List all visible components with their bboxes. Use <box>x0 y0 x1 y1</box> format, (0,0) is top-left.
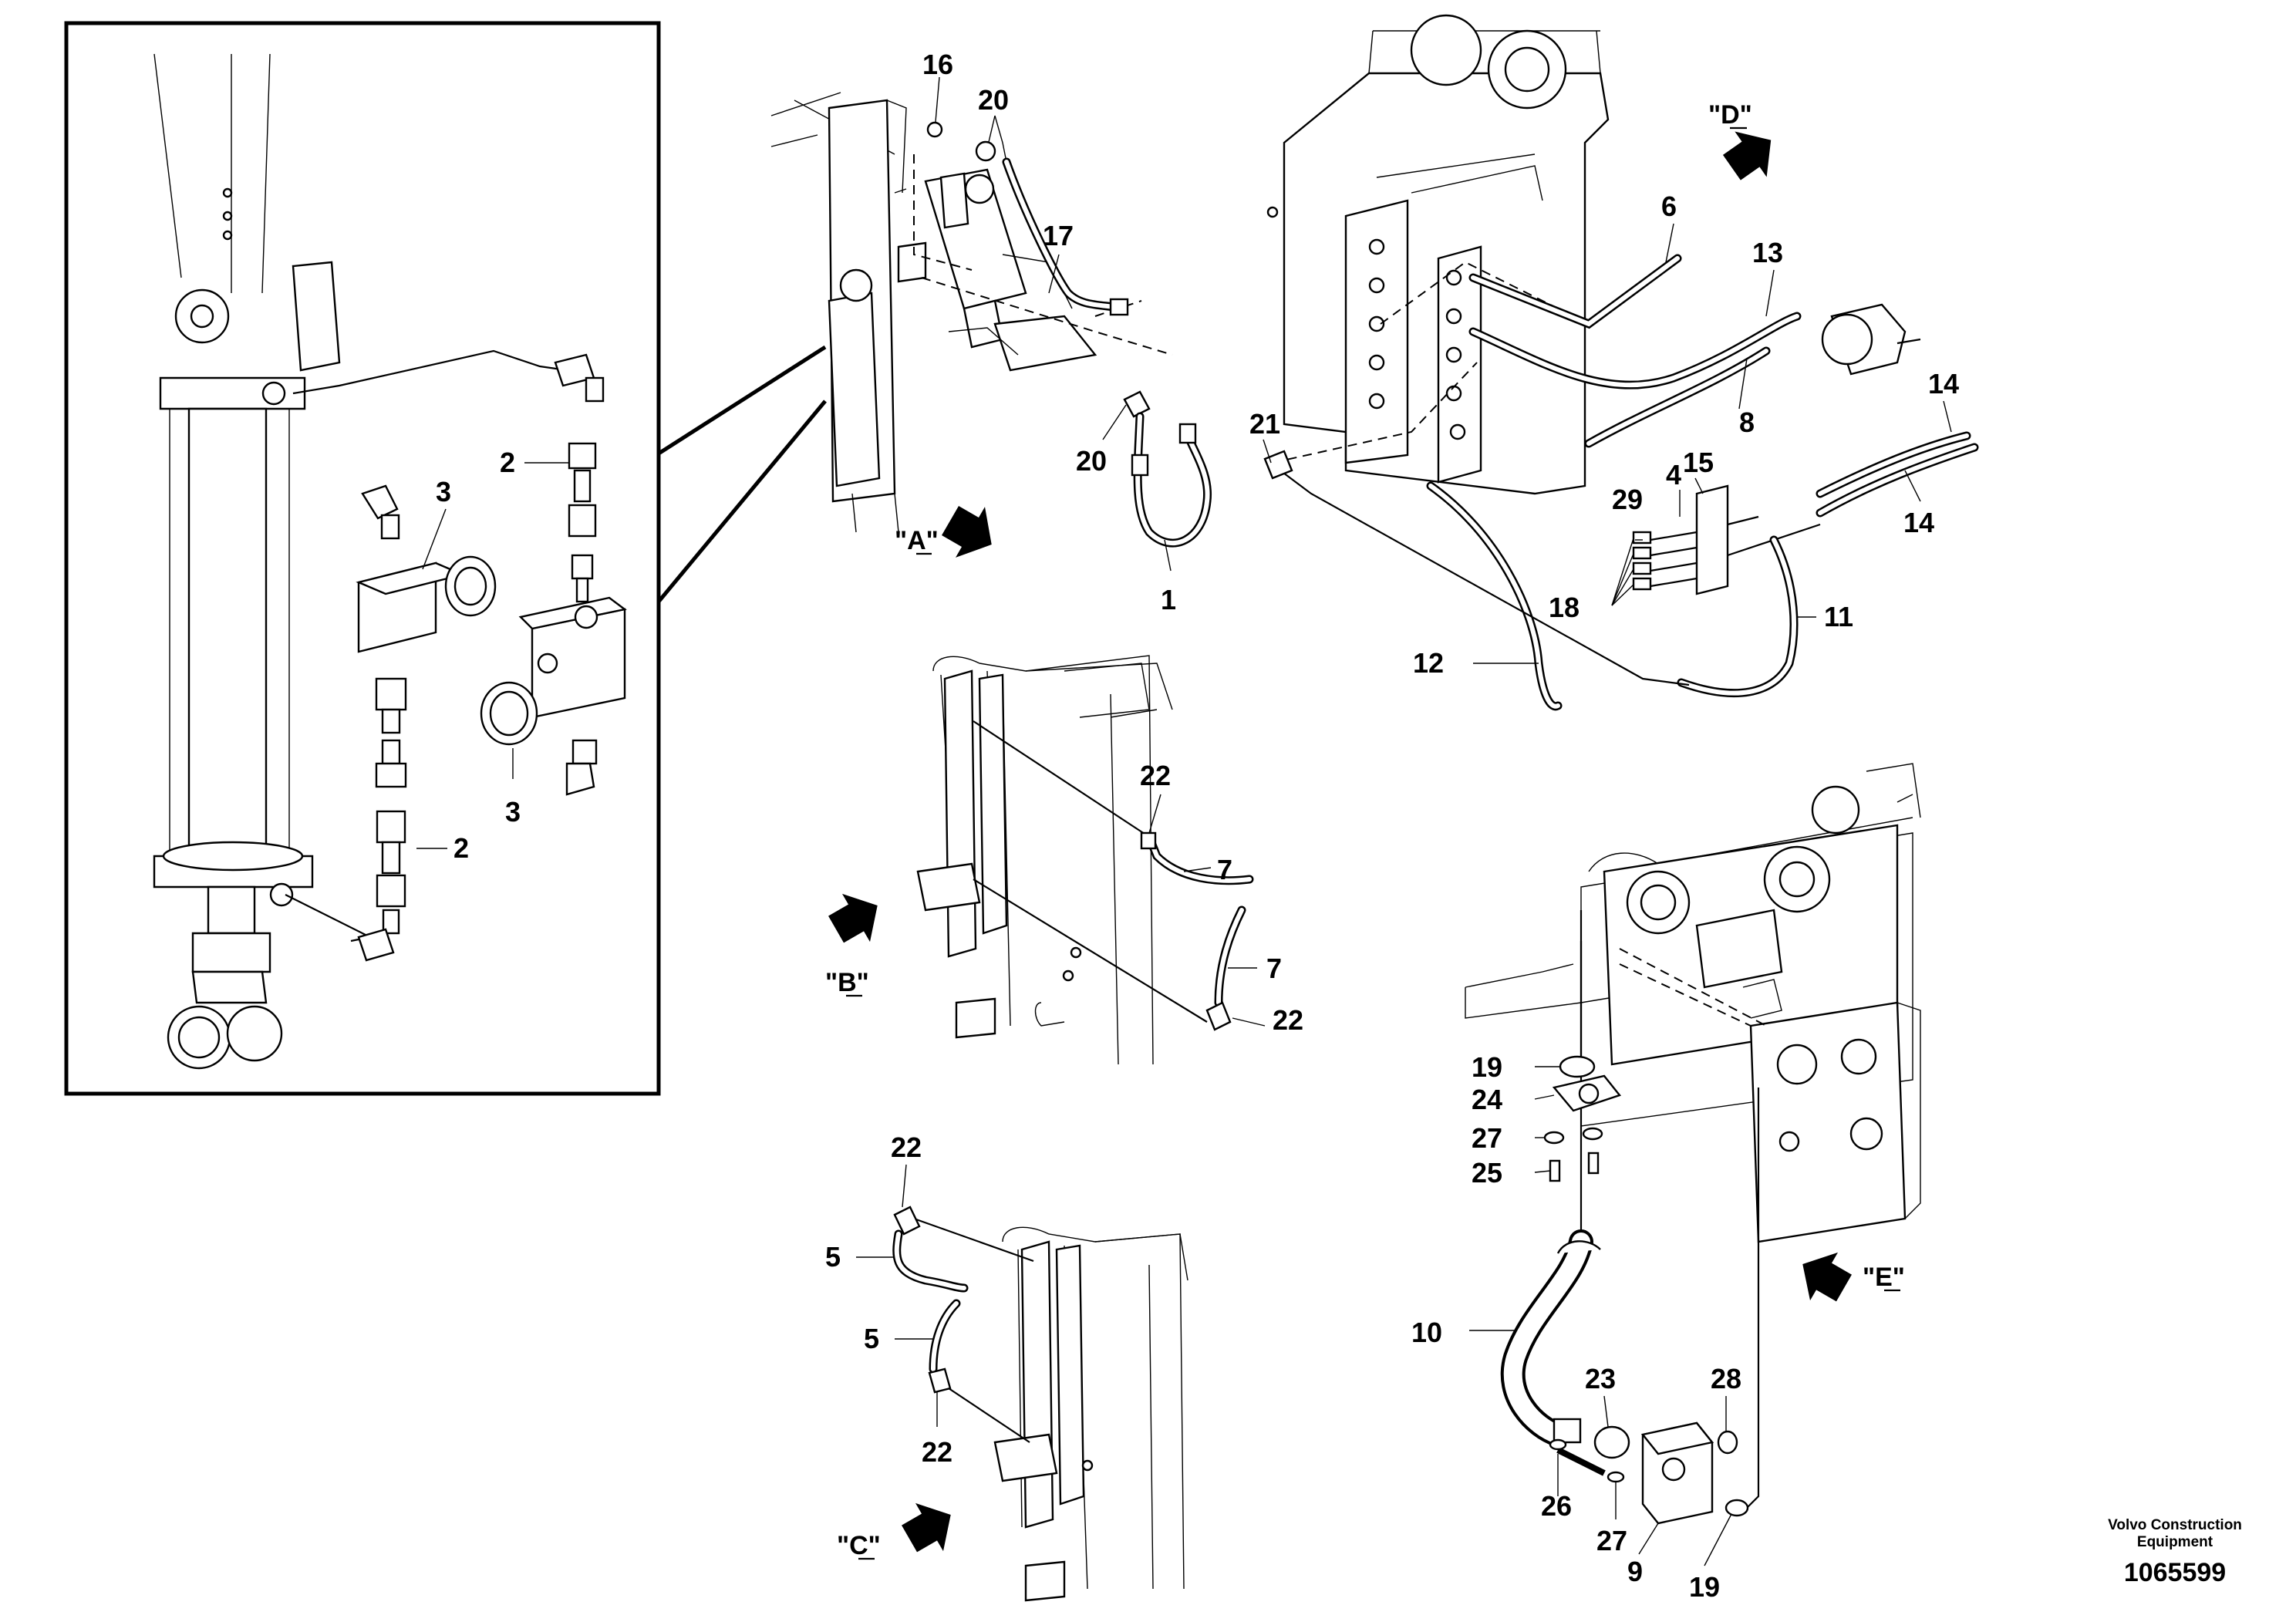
callout-5-lower: 5 <box>864 1323 879 1354</box>
callout-20-top: 20 <box>978 84 1009 116</box>
callout-8: 8 <box>1739 406 1755 438</box>
callout-28: 28 <box>1711 1363 1741 1394</box>
callout-14-lower: 14 <box>1903 507 1934 538</box>
callout-11: 11 <box>1824 601 1853 632</box>
callout-26: 26 <box>1541 1490 1572 1522</box>
brand-line-1: Volvo Construction <box>2108 1517 2242 1533</box>
view-d-assembly: 6 13 8 14 14 15 4 29 18 11 12 21 "D" <box>1249 14 1979 711</box>
callout-19-lower: 19 <box>1689 1571 1720 1603</box>
callout-22-b-upper: 22 <box>1140 760 1171 791</box>
callout-29: 29 <box>1612 484 1643 515</box>
callout-24: 24 <box>1472 1084 1502 1115</box>
port-block-ports <box>1368 238 1466 440</box>
view-label-a: "A" <box>895 526 939 555</box>
cylinder-drawing <box>153 53 341 1070</box>
callout-21: 21 <box>1249 408 1280 440</box>
view-e-assembly: 19 24 27 25 10 23 28 26 27 9 19 "E" <box>1411 763 1921 1603</box>
view-a-assembly: 16 20 17 20 1 "A" <box>770 49 1212 615</box>
callout-20-bottom: 20 <box>1076 445 1107 477</box>
callout-22-c-upper: 22 <box>891 1131 922 1163</box>
callout-16: 16 <box>922 49 953 80</box>
fitting-chain-lower <box>357 739 407 962</box>
callout-3-upper: 3 <box>436 476 451 508</box>
view-label-e: "E" <box>1863 1263 1905 1292</box>
callout-2-upper: 2 <box>500 447 515 478</box>
callout-1: 1 <box>1161 584 1176 615</box>
callout-10: 10 <box>1411 1317 1442 1348</box>
callout-7-upper: 7 <box>1217 854 1232 885</box>
callout-27-upper: 27 <box>1472 1122 1502 1154</box>
callout-14-upper: 14 <box>1928 368 1959 400</box>
view-label-c: "C" <box>837 1531 881 1560</box>
callout-27-lower: 27 <box>1596 1525 1627 1556</box>
brand-line-2: Equipment <box>2137 1534 2213 1550</box>
callout-18: 18 <box>1549 592 1580 623</box>
solenoid-valve-lower <box>480 596 627 796</box>
solenoid-valve-upper <box>356 484 497 734</box>
view-label-d: "D" <box>1708 100 1752 130</box>
view-label-b: "B" <box>825 968 869 997</box>
callout-19-upper: 19 <box>1472 1051 1502 1083</box>
callout-22-c-lower: 22 <box>922 1436 952 1468</box>
callout-5-upper: 5 <box>825 1241 841 1273</box>
fittings-18 <box>1632 531 1652 591</box>
callout-9: 9 <box>1627 1556 1643 1587</box>
callout-25: 25 <box>1472 1157 1502 1189</box>
callout-6: 6 <box>1661 191 1677 222</box>
callout-2-lower: 2 <box>453 832 469 864</box>
callout-7-lower: 7 <box>1266 953 1282 984</box>
view-b-assembly: 22 7 7 22 "B" <box>825 655 1303 1065</box>
footer: Volvo Construction Equipment 1065599 <box>2108 1517 2242 1587</box>
fitting-chain-upper <box>554 353 605 603</box>
callout-15: 15 <box>1683 447 1714 478</box>
view-c-assembly: 22 5 5 22 "C" <box>825 1131 1188 1602</box>
callout-13: 13 <box>1752 237 1783 268</box>
callout-23: 23 <box>1585 1363 1616 1394</box>
diagram-part-number: 1065599 <box>2124 1558 2226 1587</box>
callout-12: 12 <box>1413 647 1444 679</box>
callout-4: 4 <box>1666 459 1681 491</box>
callout-17: 17 <box>1043 220 1074 251</box>
callout-3-lower: 3 <box>505 796 521 828</box>
callout-22-b-lower: 22 <box>1273 1004 1303 1036</box>
detail-inset: 2 2 3 3 <box>64 21 827 1096</box>
